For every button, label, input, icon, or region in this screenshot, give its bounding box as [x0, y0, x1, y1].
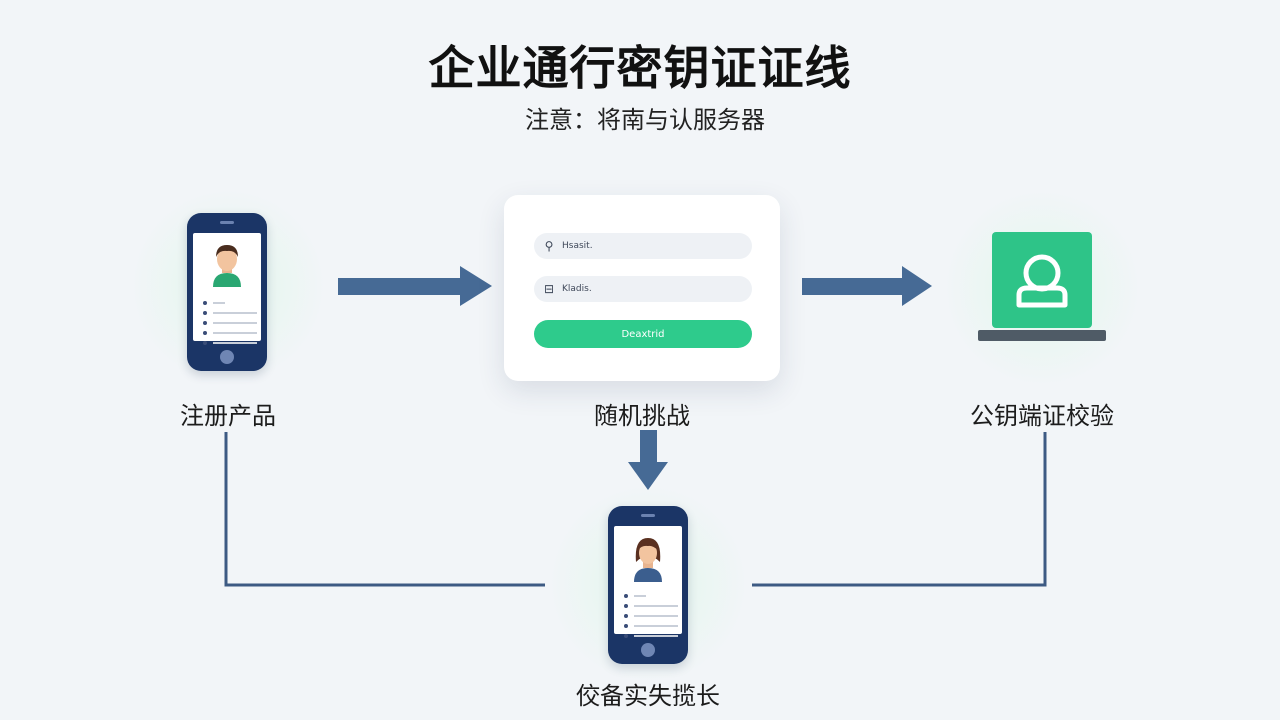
challenge-label: 随机挑战	[594, 402, 690, 430]
phone-home-button	[641, 643, 655, 657]
list-item	[624, 604, 678, 608]
list-item	[203, 321, 257, 325]
list-item	[203, 341, 257, 345]
list-item	[624, 624, 678, 628]
key-icon: ⊟	[543, 282, 555, 296]
challenge-login-card: ⚲ Hsasit. ⊟ Kladis. Deaxtrid	[504, 195, 780, 381]
list-item	[624, 594, 646, 598]
register-label: 注册产品	[180, 402, 276, 430]
list-item	[203, 301, 225, 305]
arrow-challenge-to-verify	[802, 266, 932, 306]
device-label: 佼备实失揽长	[576, 682, 720, 710]
password-field[interactable]: ⊟ Kladis.	[534, 276, 752, 302]
username-field-text: Hsasit.	[562, 241, 593, 251]
arrow-challenge-to-device	[628, 430, 668, 490]
list-item	[203, 311, 257, 315]
phone-speaker	[641, 514, 655, 517]
connector-verify-to-device	[752, 432, 1047, 587]
list-item	[624, 614, 678, 618]
male-avatar-icon	[213, 245, 241, 287]
user-icon	[1016, 254, 1068, 308]
register-phone	[187, 213, 267, 371]
list-item	[203, 331, 257, 335]
phone-speaker	[220, 221, 234, 224]
phone-screen	[193, 233, 261, 345]
diagram-subtitle: 注意：将南与认服务器	[525, 106, 765, 134]
laptop-screen	[992, 232, 1092, 328]
female-avatar-icon	[634, 538, 662, 582]
username-field[interactable]: ⚲ Hsasit.	[534, 233, 752, 259]
connector-register-to-device	[224, 432, 545, 587]
phone-screen	[614, 526, 682, 638]
device-phone	[608, 506, 688, 664]
phone-home-button	[220, 350, 234, 364]
password-field-text: Kladis.	[562, 284, 592, 294]
arrow-register-to-challenge	[338, 266, 492, 306]
submit-button[interactable]: Deaxtrid	[534, 320, 752, 348]
diagram-title: 企业通行密钥证证线	[428, 41, 852, 95]
laptop-base	[978, 330, 1106, 341]
verify-label: 公钥端证校验	[970, 402, 1114, 430]
list-item	[624, 634, 678, 638]
search-icon: ⚲	[544, 239, 554, 253]
